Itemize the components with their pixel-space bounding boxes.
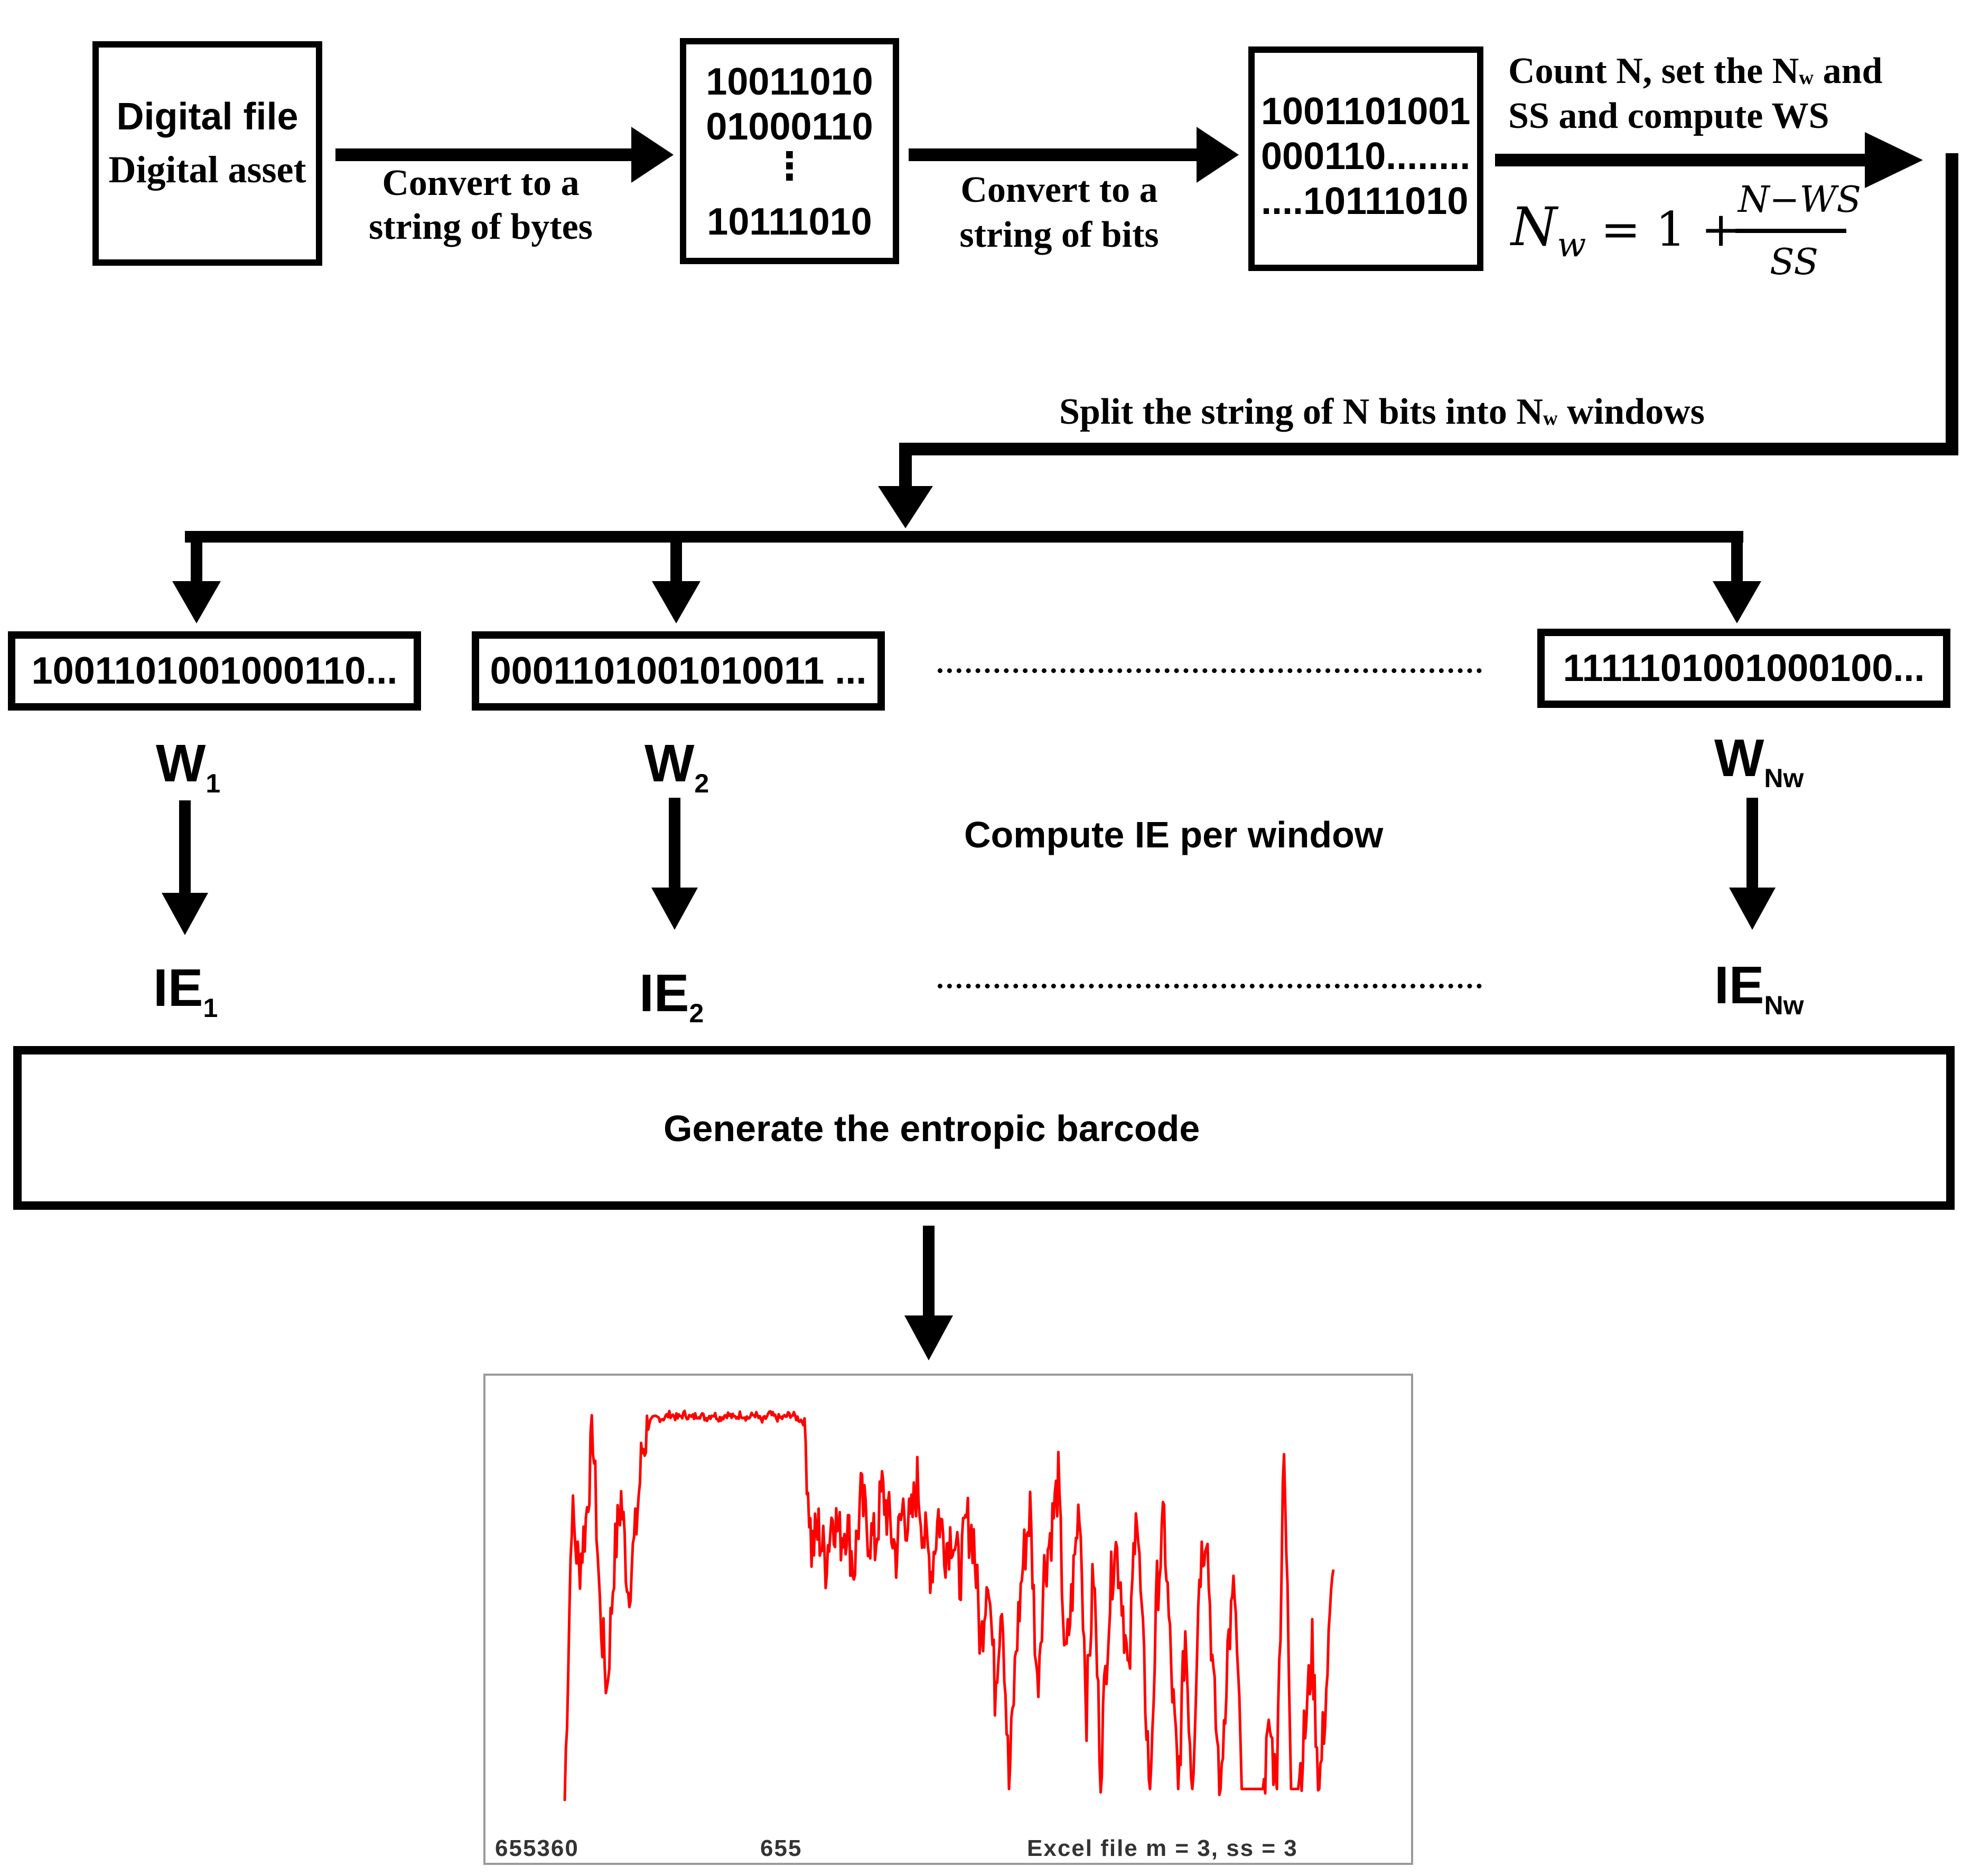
arrow-generate-to-plot xyxy=(904,1226,953,1360)
window-1-label: W1 xyxy=(156,737,220,797)
bits-line3: ....10111010 xyxy=(1261,180,1469,222)
ie-1-label-sub: 1 xyxy=(203,993,218,1023)
formula-fraction-bar xyxy=(1735,229,1846,233)
generate-barcode-label: Generate the entropic barcode xyxy=(664,1108,1200,1149)
step2-label-line1: Convert to a xyxy=(960,170,1158,210)
input-file-box: Digital file Digital asset xyxy=(92,41,322,266)
plot-label-mid: 655 xyxy=(760,1835,802,1861)
arrow-bytes-to-bits xyxy=(909,127,1239,183)
formula-equals: = 1 + xyxy=(1601,202,1741,257)
bytes-ellipsis: ⋮ xyxy=(770,145,809,188)
window-count-formula: Nw = 1 + N−WS SS xyxy=(1511,179,1861,288)
input-label-file: Digital file xyxy=(116,96,298,138)
window-nw-label-symbol: W xyxy=(1714,729,1764,788)
split-label: Split the string of N bits into Nw windo… xyxy=(1059,394,1705,431)
ie-nw-label: IENw xyxy=(1714,959,1804,1019)
window-2-label-sub: 2 xyxy=(694,769,709,798)
arrow-w2-to-ie2 xyxy=(651,798,698,930)
ie-2-label: IE2 xyxy=(639,967,704,1026)
distribution-bar xyxy=(172,531,1761,623)
step3-label-line1: Count N, set the Nw and xyxy=(1508,53,1882,90)
connector-split xyxy=(878,153,1958,528)
ie-2-label-sub: 2 xyxy=(689,998,704,1028)
window-nw-label-sub: Nw xyxy=(1764,763,1804,793)
step1-label-line2: string of bytes xyxy=(369,207,593,247)
ie-nw-label-sub: Nw xyxy=(1764,991,1804,1020)
arrow-w1-to-ie1 xyxy=(162,800,208,935)
arrow-bits-to-formula xyxy=(1495,132,1923,188)
step3-count-sub: w xyxy=(1799,66,1814,89)
ie-1-label-symbol: IE xyxy=(153,958,203,1018)
window-nw-bits: 1111101001000100... xyxy=(1563,647,1925,689)
barcode-plot-area xyxy=(563,1410,1335,1801)
formula-denominator: SS xyxy=(1770,241,1818,283)
window-1-label-sub: 1 xyxy=(205,769,221,798)
split-sub: w xyxy=(1543,407,1558,430)
window-1-label-symbol: W xyxy=(156,734,206,793)
formula-lhs: Nw xyxy=(1511,201,1586,265)
window-ellipsis-dots xyxy=(938,668,1482,673)
formula-numerator: N−WS xyxy=(1738,179,1861,221)
bytes-line3: 10111010 xyxy=(707,201,872,243)
step1-label-line1: Convert to a xyxy=(382,163,580,203)
ie-1-label: IE1 xyxy=(153,962,218,1021)
split-tail: windows xyxy=(1557,391,1705,432)
window-box-nw: 1111101001000100... xyxy=(1537,629,1950,708)
window-nw-label: WNw xyxy=(1714,732,1804,791)
window-box-1: 1001101001000110... xyxy=(8,631,421,711)
bytes-line2: 01000110 xyxy=(706,106,873,148)
arrow-file-to-bytes xyxy=(335,127,674,183)
window-2-label: W2 xyxy=(644,737,709,797)
bytes-line1: 10011010 xyxy=(706,61,873,103)
step3-count-tail: and xyxy=(1814,51,1883,91)
plot-label-left: 655360 xyxy=(495,1835,579,1861)
window-2-bits: 0001101001010011 ... xyxy=(490,650,867,692)
formula-lhs-sub: w xyxy=(1557,226,1586,265)
window-1-bits: 1001101001000110... xyxy=(31,650,398,692)
step2-label-line2: string of bits xyxy=(959,214,1159,255)
bits-line1: 1001101001 xyxy=(1261,90,1471,133)
plot-label-right: Excel file m = 3, ss = 3 xyxy=(1027,1835,1298,1861)
formula-lhs-symbol: N xyxy=(1511,196,1557,258)
input-label-asset: Digital asset xyxy=(108,148,306,191)
ie-ellipsis-dots xyxy=(938,984,1482,988)
window-2-label-symbol: W xyxy=(644,734,695,793)
split-text: Split the string of N bits into N xyxy=(1059,391,1543,432)
barcode-series-line xyxy=(563,1410,1335,1801)
bits-box: 1001101001 000110........ ....10111010 xyxy=(1248,46,1483,271)
step3-label-line2: SS and compute WS xyxy=(1508,96,1829,136)
window-box-2: 0001101001010011 ... xyxy=(472,631,885,711)
ie-nw-label-symbol: IE xyxy=(1714,956,1764,1015)
ie-2-label-symbol: IE xyxy=(639,964,689,1023)
arrow-wnw-to-ienw xyxy=(1729,798,1776,930)
compute-ie-label: Compute IE per window xyxy=(964,814,1384,855)
entropic-barcode-plot: 655360 655 Excel file m = 3, ss = 3 xyxy=(483,1374,1413,1865)
bytes-box: 10011010 01000110 ⋮ 10111010 xyxy=(680,38,899,264)
bits-line2: 000110........ xyxy=(1261,135,1471,178)
generate-barcode-box: Generate the entropic barcode xyxy=(13,1046,1955,1210)
step3-count-text: Count N, set the N xyxy=(1508,51,1799,91)
